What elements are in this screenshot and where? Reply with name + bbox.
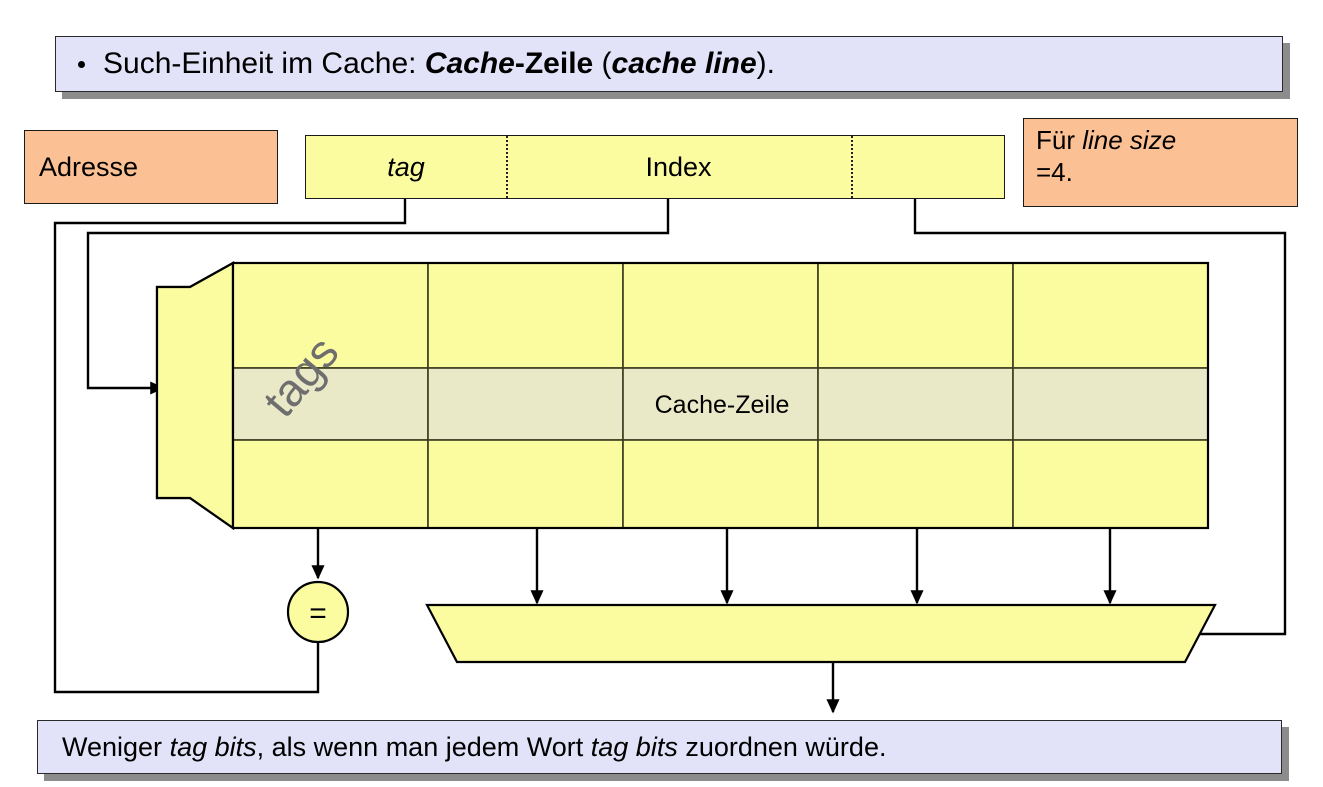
note-italic: line size xyxy=(1082,125,1177,155)
cache-cell-r1c1 xyxy=(427,367,624,441)
title-text: Such-Einheit im Cache: Cache-Zeile (cach… xyxy=(103,49,775,79)
address-label-box: Adresse xyxy=(24,130,278,204)
comparator-symbol: = xyxy=(309,597,327,630)
title-prefix: Such-Einheit im Cache: xyxy=(103,47,425,80)
cache-cell-r1c0 xyxy=(232,367,429,441)
title-bold-italic-2: cache line xyxy=(611,47,757,80)
address-label-text: Adresse xyxy=(39,151,139,182)
cache-cell-r2c4 xyxy=(1012,439,1209,529)
address-divider-2 xyxy=(851,136,853,198)
wire-wordselect-to-mux xyxy=(913,199,1287,641)
multiplexer xyxy=(425,603,1217,664)
bullet-icon xyxy=(78,60,85,68)
title-suffix: ). xyxy=(756,47,775,80)
cache-cell-r0c0 xyxy=(232,262,429,369)
line-size-note: Für line size =4. xyxy=(1023,118,1298,207)
cache-cell-r0c1 xyxy=(427,262,624,369)
footer-italic-1: tag bits xyxy=(169,731,257,762)
title-banner: Such-Einheit im Cache: Cache-Zeile (cach… xyxy=(55,36,1283,92)
address-field-index: Index xyxy=(645,151,712,182)
cache-cell-r2c3 xyxy=(817,439,1014,529)
note-prefix: Für xyxy=(1036,125,1083,155)
footer-italic-2: tag bits xyxy=(590,731,678,762)
title-paren-open: ( xyxy=(593,47,612,80)
tags-block-outline xyxy=(155,261,235,531)
cache-cell-r1c4 xyxy=(1012,367,1209,441)
cache-line-label: Cache-Zeile xyxy=(655,391,790,419)
title-bold-1: -Zeile xyxy=(514,47,594,80)
footer-text: Weniger tag bits, als wenn man jedem Wor… xyxy=(38,731,887,762)
address-field-tag: tag xyxy=(387,151,425,182)
address-bar: tag Index xyxy=(305,135,1005,199)
note-line-1: Für line size xyxy=(1036,125,1287,157)
cache-cell-r1c3 xyxy=(817,367,1014,441)
cache-array-border xyxy=(231,261,1210,530)
note-line-2: =4. xyxy=(1036,156,1073,187)
cache-cell-r0c3 xyxy=(817,262,1014,369)
cache-cell-r2c0 xyxy=(232,439,429,529)
cache-cell-r0c4 xyxy=(1012,262,1209,369)
address-divider-1 xyxy=(506,136,508,198)
wire-tag-to-comparator xyxy=(53,199,407,694)
cache-cell-r2c1 xyxy=(427,439,624,529)
cache-cell-r2c2 xyxy=(622,439,819,529)
footer-banner: Weniger tag bits, als wenn man jedem Wor… xyxy=(37,720,1282,774)
footer-part-2: , als wenn man jedem Wort xyxy=(256,731,591,762)
footer-part-3: zuordnen würde. xyxy=(677,731,887,762)
wire-index-to-tags xyxy=(86,199,670,395)
footer-part-1: Weniger xyxy=(62,731,170,762)
title-bold-italic-1: Cache xyxy=(424,47,515,80)
cache-cell-r0c2 xyxy=(622,262,819,369)
cache-cell-r1c2 xyxy=(622,367,819,441)
comparator-circle xyxy=(286,580,350,644)
